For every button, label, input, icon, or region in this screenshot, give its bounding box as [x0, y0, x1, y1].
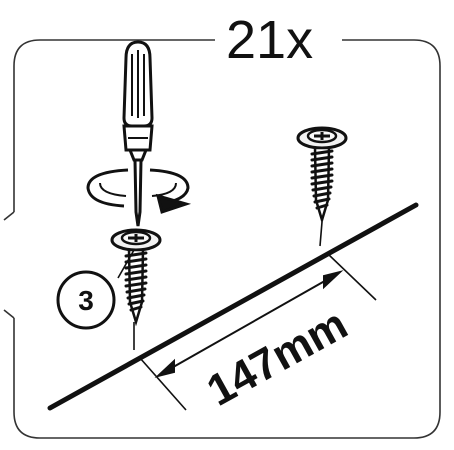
step-badge: 3	[56, 270, 116, 330]
rotation-arrow-icon	[86, 168, 192, 214]
dimension-arrow	[154, 270, 344, 378]
badge-callout-line	[117, 249, 135, 279]
step-badge-number: 3	[78, 285, 94, 316]
dimension-extension-right	[327, 253, 377, 301]
spacing-label: 147mm	[199, 299, 355, 415]
screw-icon	[296, 126, 348, 222]
mounting-surface-line	[47, 202, 419, 411]
frame-border	[3, 39, 441, 439]
screwdriver-icon	[122, 40, 154, 227]
dimension-extension-left	[139, 357, 187, 411]
quantity-label: 21x	[226, 10, 313, 70]
screw-guide-right	[319, 221, 323, 247]
